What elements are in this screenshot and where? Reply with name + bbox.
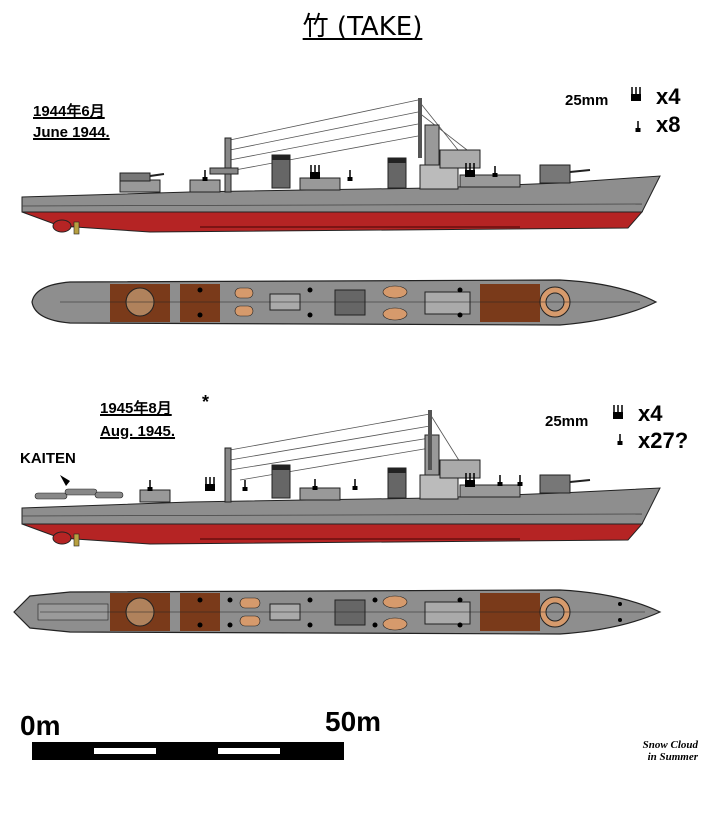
- page-title: 竹 (TAKE): [302, 12, 423, 42]
- ship-profile-1945: [21, 410, 661, 547]
- date-1945-jp: 1945年8月: [100, 400, 172, 417]
- credit-line-1: Snow Cloud: [642, 739, 698, 751]
- aa-single-count-1945: x27?: [638, 428, 689, 453]
- asterisk-note: *: [202, 392, 210, 412]
- aa-single-icon-1944: [634, 120, 642, 133]
- aa-caliber-1944: 25mm: [565, 92, 609, 109]
- aa-single-icon-1945: [616, 433, 624, 446]
- aa-triple-count-1944: x4: [656, 84, 681, 109]
- scale-bar: [32, 742, 344, 760]
- kaiten-torpedoes: [34, 488, 124, 500]
- date-1944-en: June 1944.: [33, 124, 110, 141]
- aa-caliber-1945: 25mm: [545, 413, 589, 430]
- aa-triple-icon-1945: [612, 404, 624, 420]
- date-1944-jp: 1944年6月: [33, 103, 105, 120]
- aa-single-count-1944: x8: [656, 112, 681, 137]
- aa-triple-icon-1944: [630, 86, 642, 102]
- artist-credit: Snow Cloud in Summer: [598, 739, 698, 763]
- ship-plan-1944: [31, 279, 658, 326]
- date-1945-en: Aug. 1945.: [100, 423, 176, 440]
- scale-end-label: 50m: [325, 706, 382, 737]
- ship-plan-1945: [13, 589, 662, 635]
- kaiten-label: KAITEN: [20, 450, 76, 467]
- scale-start-label: 0m: [20, 710, 61, 741]
- ship-profile-1944: [21, 98, 661, 235]
- credit-line-2: in Summer: [647, 751, 698, 763]
- aa-triple-count-1945: x4: [638, 401, 663, 426]
